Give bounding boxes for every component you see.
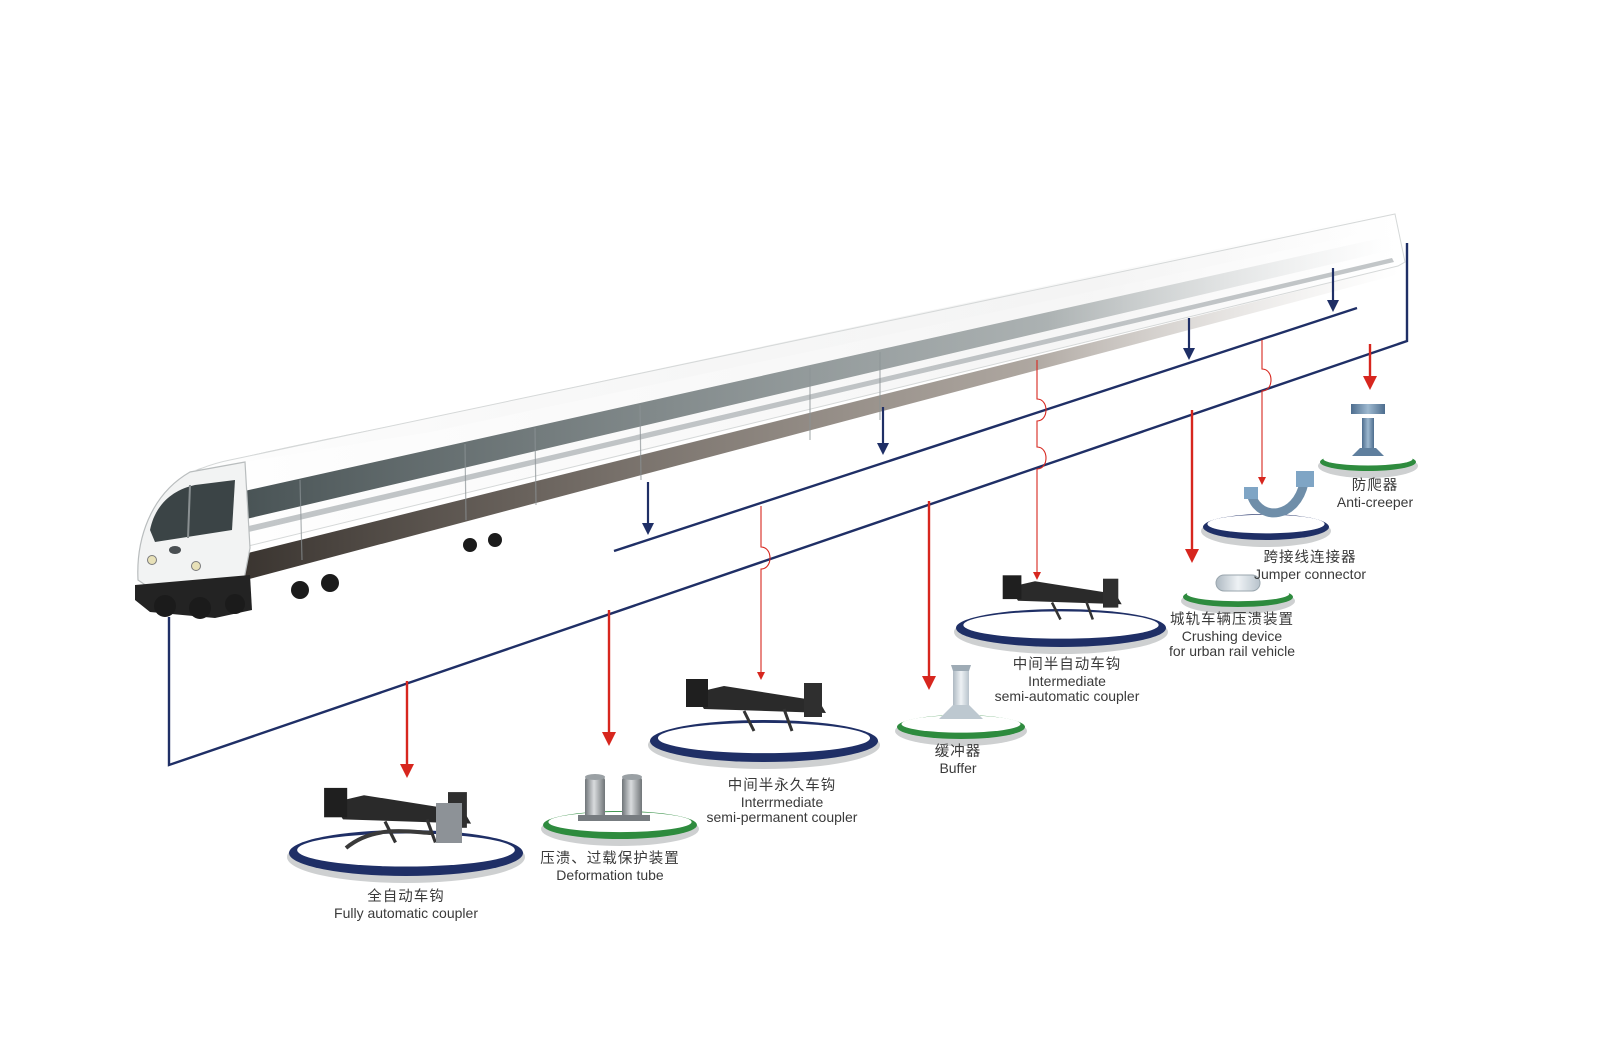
label-zh: 中间半自动车钩 bbox=[1012, 657, 1122, 673]
red-arrowhead-2 bbox=[602, 732, 616, 746]
train-lower-stripe bbox=[240, 258, 1394, 534]
train-window-band bbox=[240, 236, 1392, 520]
navy-arrowhead-1 bbox=[642, 523, 654, 535]
train-headlight-left bbox=[147, 555, 157, 565]
label-zh: 压溃、过载保护装置 bbox=[540, 851, 680, 867]
thin-red-leader-3 bbox=[1261, 340, 1272, 478]
label-zh: 中间半永久车钩 bbox=[727, 778, 837, 794]
label-zh: 缓冲器 bbox=[934, 744, 982, 760]
deformation-tube-icon bbox=[578, 774, 650, 821]
train-wheels bbox=[154, 533, 502, 619]
label-en: semi-permanent coupler bbox=[706, 809, 858, 825]
red-arrowhead-4 bbox=[1185, 549, 1199, 563]
crushing-device-icon bbox=[1215, 574, 1261, 592]
label-zh: 防爬器 bbox=[1351, 478, 1399, 494]
platform-top bbox=[1186, 586, 1290, 602]
train-windshield bbox=[150, 480, 235, 542]
thin-red-arrowhead-2 bbox=[1033, 572, 1041, 580]
platform-top bbox=[548, 811, 692, 833]
label-zh: 全自动车钩 bbox=[367, 889, 445, 905]
thin-red-arrowhead-1 bbox=[757, 672, 765, 680]
inner-bracket-line bbox=[613, 306, 1358, 553]
platform-fully-automatic-coupler bbox=[287, 787, 525, 883]
jumper-connector-icon bbox=[1244, 471, 1314, 518]
thin-red-arrowhead-3 bbox=[1258, 477, 1266, 485]
label-en: for urban rail vehicle bbox=[1168, 643, 1296, 659]
platform-crushing-device bbox=[1181, 574, 1295, 614]
coupler-icon bbox=[324, 787, 472, 850]
label-en: Fully automatic coupler bbox=[334, 905, 478, 921]
buffer-icon bbox=[939, 665, 983, 719]
red-arrowhead-1 bbox=[400, 764, 414, 778]
label-en: Jumper connector bbox=[1253, 566, 1367, 582]
platform-buffer bbox=[895, 665, 1027, 746]
label-zh: 跨接线连接器 bbox=[1263, 550, 1357, 566]
train-logo bbox=[169, 546, 181, 554]
coupler-icon bbox=[686, 679, 826, 732]
platform-top bbox=[297, 833, 515, 867]
thin-red-leader-1 bbox=[760, 506, 771, 673]
platform-top bbox=[1207, 514, 1325, 534]
platform-jumper-connector bbox=[1201, 471, 1331, 547]
label-en: Intermediate bbox=[1028, 673, 1106, 689]
anti-creeper-icon bbox=[1351, 404, 1385, 456]
platform-deformation-tube bbox=[541, 774, 699, 846]
platform-anti-creeper bbox=[1318, 404, 1418, 478]
platform-top bbox=[963, 611, 1159, 639]
component-icons bbox=[287, 404, 1418, 883]
train-headlight-right bbox=[191, 561, 201, 571]
label-en: Interrmediate bbox=[740, 794, 824, 810]
metro-train-illustration bbox=[135, 212, 1406, 619]
navy-arrowhead-4 bbox=[1327, 300, 1339, 312]
coupler-icon bbox=[1002, 575, 1122, 621]
red-arrowhead-3 bbox=[922, 676, 936, 690]
red-arrowhead-5 bbox=[1363, 376, 1377, 390]
label-zh: 城轨车辆压溃装置 bbox=[1170, 612, 1294, 628]
platform-top bbox=[657, 722, 871, 754]
leader-lines bbox=[167, 243, 1409, 778]
platform-semi-permanent-coupler bbox=[648, 679, 880, 769]
navy-arrowhead-2 bbox=[877, 443, 889, 455]
label-en: Deformation tube bbox=[556, 867, 664, 883]
outer-bracket-line bbox=[167, 243, 1409, 767]
train-skirt bbox=[160, 266, 1400, 600]
label-en: Crushing device bbox=[1181, 628, 1283, 644]
label-en: Buffer bbox=[939, 760, 977, 776]
label-en: semi-automatic coupler bbox=[994, 688, 1140, 704]
navy-arrowhead-3 bbox=[1183, 348, 1195, 360]
platform-semi-automatic-coupler bbox=[954, 575, 1168, 654]
platform-top bbox=[901, 715, 1021, 733]
thin-red-leader-2 bbox=[1036, 360, 1047, 573]
platform-top bbox=[1323, 452, 1413, 466]
label-en: Anti-creeper bbox=[1336, 494, 1414, 510]
train-door-lines bbox=[299, 352, 881, 561]
